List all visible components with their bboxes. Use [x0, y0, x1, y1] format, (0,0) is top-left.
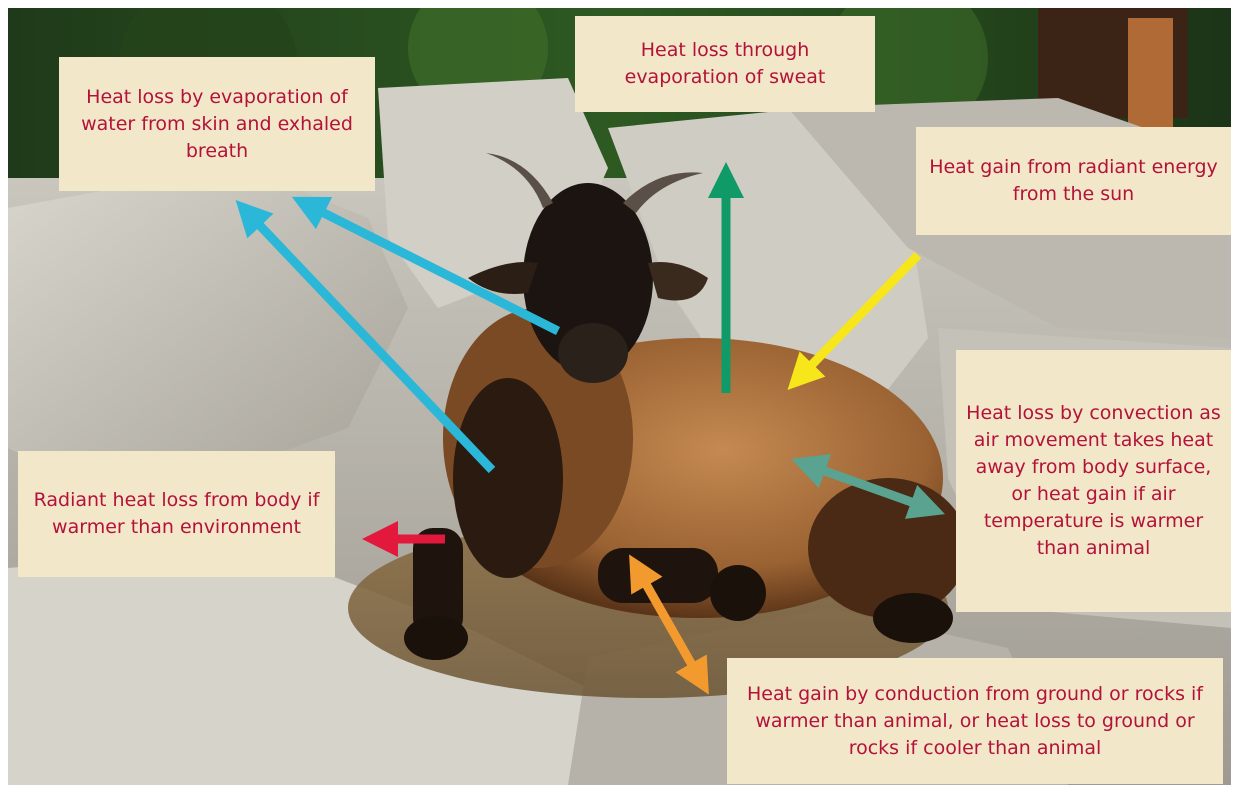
goat-photo-scene: Heat loss by evaporation of water from s… [8, 8, 1231, 785]
sun-text: Heat gain from radiant energy from the s… [926, 154, 1221, 208]
convection-label: Heat loss by convection as air movement … [956, 350, 1231, 612]
sun-label: Heat gain from radiant energy from the s… [916, 127, 1231, 235]
sweat-label: Heat loss through evaporation of sweat [575, 16, 875, 112]
conduction-text: Heat gain by conduction from ground or r… [737, 681, 1213, 762]
sweat-text: Heat loss through evaporation of sweat [585, 37, 865, 91]
radiant-loss-text: Radiant heat loss from body if warmer th… [28, 487, 325, 541]
conduction-label: Heat gain by conduction from ground or r… [727, 658, 1223, 784]
evaporation-breath-text: Heat loss by evaporation of water from s… [69, 84, 365, 165]
evaporation-breath-label: Heat loss by evaporation of water from s… [59, 57, 375, 191]
convection-text: Heat loss by convection as air movement … [966, 400, 1221, 562]
radiant-loss-label: Radiant heat loss from body if warmer th… [18, 451, 335, 577]
